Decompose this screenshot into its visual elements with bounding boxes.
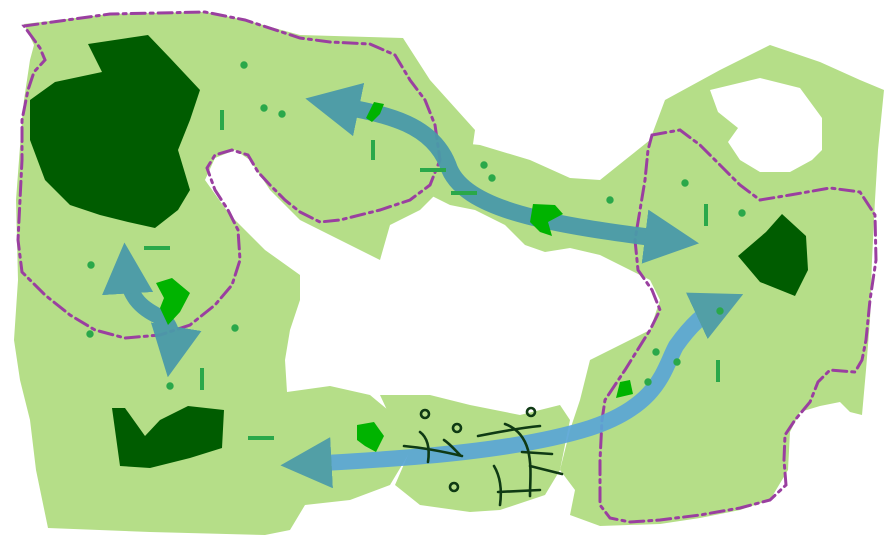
dot-icon [86,330,94,338]
stepping-stone-west [156,278,190,325]
core-habitat-patches [30,35,808,468]
core-patch-northwest [30,35,200,228]
dot-icon [480,161,488,169]
stepping-stone-north [366,102,384,122]
road-lines-icon [402,406,564,507]
road-segment [503,422,532,498]
corridor-arrow-south [280,292,744,489]
clearing-northeast [710,78,822,172]
corridor-arrow-west [102,242,202,378]
dot-icon [716,307,724,315]
road-segment [476,424,542,438]
corridor-arrows [102,82,744,489]
dot-icon [87,261,95,269]
stepping-stone-center [530,204,563,236]
stepping-stone-southeast [616,380,633,398]
dot-icon [488,174,496,182]
dot-icon [673,358,681,366]
road-segment [402,444,464,458]
road-segment [496,488,542,494]
road-segment [418,430,431,464]
dot-icon [738,209,746,217]
dot-icon [231,324,239,332]
dot-icon [278,110,286,118]
road-segment [442,438,462,457]
ring-icon [448,481,460,493]
dot-icon [240,61,248,69]
ring-icon [525,406,537,418]
ring-icon [419,408,431,420]
boundary-northwest [16,10,442,340]
core-patch-east [738,214,808,296]
dot-icon [681,179,689,187]
dot-icon [166,382,174,390]
dot-icon [606,196,614,204]
core-patch-southwest [112,406,224,468]
green-markers [86,61,746,440]
road-segment [492,464,503,507]
stepping-stone-south [357,422,384,452]
road-segment [528,464,564,476]
dot-icon [652,348,660,356]
stepping-stone-patches [156,102,633,452]
dot-icon [260,104,268,112]
dot-icon [644,378,652,386]
corridor-arrow-north [305,82,699,264]
road-segment [520,450,554,456]
ring-icon [451,422,463,434]
